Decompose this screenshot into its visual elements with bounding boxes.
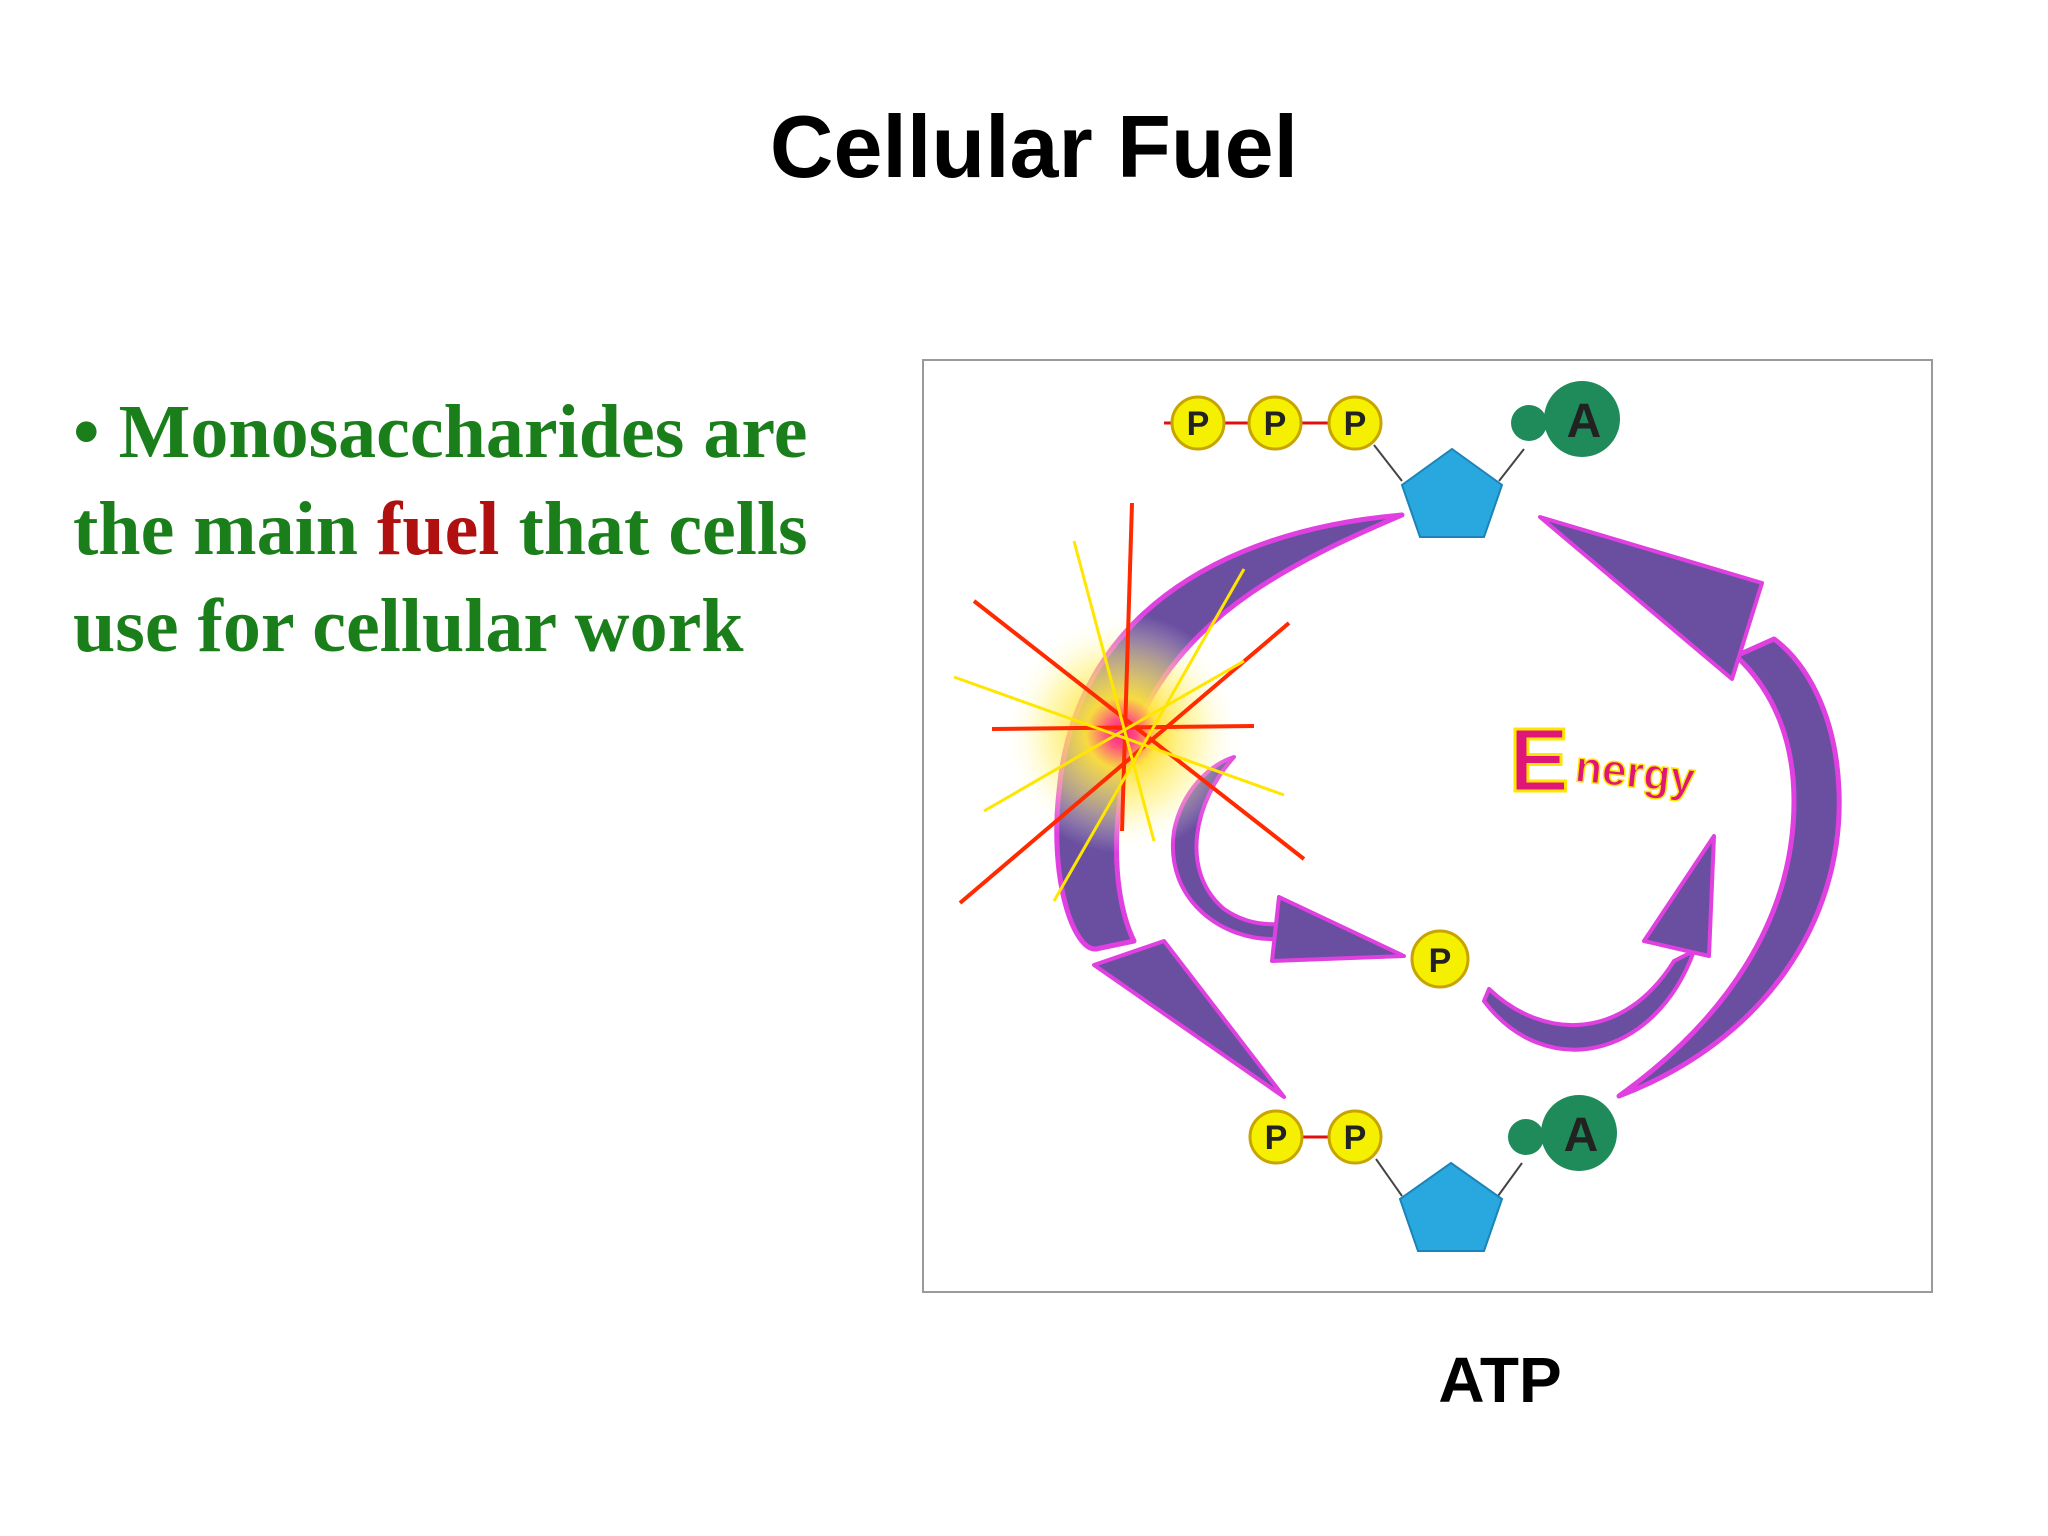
free-phosphate-label: P xyxy=(1429,942,1452,980)
adp-adenine-label: A xyxy=(1564,1109,1599,1162)
atp-ribose xyxy=(1400,447,1504,538)
slide-title: Cellular Fuel xyxy=(769,97,1299,196)
bullet-text-start: Monosaccharides are the main xyxy=(73,390,808,571)
right-cycle-arrow xyxy=(1538,515,1842,1099)
bullet-text-end: that cells use for cellular work xyxy=(73,487,808,668)
energy-label-rest: nergy xyxy=(1573,742,1698,803)
bullet-point: • Monosaccharides are the main fuel that… xyxy=(73,384,893,675)
adp-adenine: A xyxy=(1508,1095,1617,1171)
adp-phosphate-2-label: P xyxy=(1344,1119,1367,1157)
atp-molecule: P P P A xyxy=(1164,381,1620,538)
atp-cycle-diagram: E nergy P P P A xyxy=(922,359,1933,1293)
atp-cycle-graphic: E nergy P P P A xyxy=(953,381,1842,1252)
phosphate-uptake-arrow xyxy=(1482,834,1716,1052)
atp-adenine: A xyxy=(1511,381,1620,457)
bullet-marker: • xyxy=(73,390,100,474)
atp-phosphate-3: P xyxy=(1327,395,1383,451)
atp-phosphate-1: P xyxy=(1170,395,1226,451)
atp-adenine-label: A xyxy=(1567,395,1602,448)
adp-phosphate-2: P xyxy=(1327,1109,1383,1165)
highlight-word-fuel: fuel xyxy=(377,487,500,571)
atp-phosphate-3-label: P xyxy=(1344,405,1367,443)
atp-phosphate-2: P xyxy=(1247,395,1303,451)
energy-label-cap: E xyxy=(1509,711,1569,811)
adp-molecule: P P A xyxy=(1248,1095,1617,1252)
adp-ribose xyxy=(1398,1161,1504,1252)
energy-label: E nergy xyxy=(1508,710,1699,813)
adp-phosphate-1-label: P xyxy=(1265,1119,1288,1157)
free-phosphate: P xyxy=(1410,929,1470,989)
diagram-caption: ATP xyxy=(1438,1344,1562,1416)
atp-phosphate-2-label: P xyxy=(1264,405,1287,443)
energy-burst xyxy=(953,502,1306,905)
adp-phosphate-1: P xyxy=(1248,1109,1304,1165)
atp-phosphate-1-label: P xyxy=(1187,405,1210,443)
